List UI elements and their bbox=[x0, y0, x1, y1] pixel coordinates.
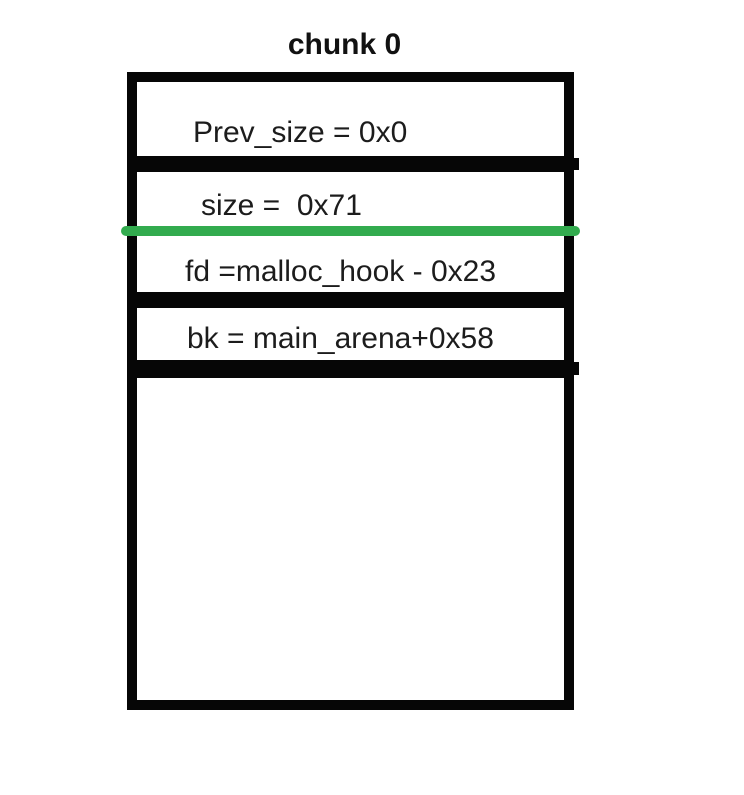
field-row-bk: bk = main_arena+0x58 bbox=[127, 298, 574, 370]
field-row-prev-size: Prev_size = 0x0 bbox=[127, 72, 574, 166]
bk-label: bk = main_arena+0x58 bbox=[187, 322, 494, 355]
border-nub-top bbox=[573, 158, 579, 170]
field-row-size: size = 0x71 bbox=[127, 162, 574, 226]
chunk-title: chunk 0 bbox=[287, 28, 402, 61]
prev-size-label: Prev_size = 0x0 bbox=[193, 116, 408, 149]
green-highlight-line bbox=[121, 226, 580, 236]
fd-label: fd =malloc_hook - 0x23 bbox=[185, 255, 497, 288]
size-label: size = 0x71 bbox=[201, 189, 362, 222]
field-row-user-data bbox=[127, 368, 574, 710]
border-nub-bottom bbox=[573, 362, 579, 375]
field-row-fd: fd =malloc_hook - 0x23 bbox=[127, 236, 574, 302]
